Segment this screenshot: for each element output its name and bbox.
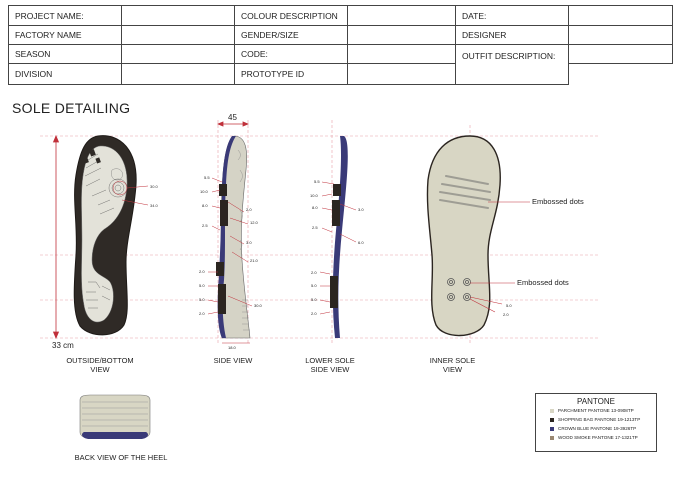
length-dimension-label: 33 cm [52,341,74,350]
lower-mark: 2.0 [311,270,317,275]
heel-back-view [79,394,151,439]
lower-mark: 5.0 [311,283,317,288]
empty-cell [568,63,673,85]
side-mark: 2.0 [199,269,205,274]
side-mark: 2.0 [246,207,252,212]
lower-mark: 5.0 [311,297,317,302]
pantone-swatch [550,408,554,413]
pantone-label: CROWN BLUE PANTONE 19-3926TP [558,426,637,431]
width-dimension-label: 45 [228,113,237,122]
lower-mark: 3.0 [358,207,364,212]
lower-sole-side-view [319,136,357,338]
pantone-item: PARCHMENT PANTONE 13-0908TP [550,406,656,415]
embossed-dots-callout-1: Embossed dots [532,197,584,206]
pantone-rows: PARCHMENT PANTONE 13-0908TP SHOPPING BAG … [536,406,656,442]
side-mark: 18.0 [228,345,236,350]
pantone-label: PARCHMENT PANTONE 13-0908TP [558,408,634,413]
side-mark: 30.0 [254,303,262,308]
lower-mark: 6.0 [358,240,364,245]
side-mark: 10.0 [200,189,208,194]
caption-lower-sole-side-view: LOWER SOLE SIDE VIEW [305,356,355,374]
side-mark: 21.0 [250,258,258,263]
dimension-lines [52,121,250,340]
pantone-label: SHOPPING BAG PANTONE 19-1213TP [558,417,641,422]
side-mark: 8.0 [202,203,208,208]
division-label: DIVISION [8,63,122,85]
spec-header-table: PROJECT NAME: COLOUR DESCRIPTION DATE: F… [8,5,673,85]
side-mark: 2.0 [199,311,205,316]
pantone-swatch [550,417,554,422]
section-title: SOLE DETAILING [12,100,131,116]
lower-mark: 5.5 [314,179,320,184]
inner-mark: 2.0 [503,312,509,317]
pantone-legend: PANTONE PARCHMENT PANTONE 13-0908TP SHOPP… [535,393,657,452]
side-mark: 5.0 [199,283,205,288]
lower-mark: 2.5 [312,225,318,230]
outsole-bottom-view [73,135,149,336]
outsole-mark-2: 34.0 [150,203,158,208]
pantone-label: WOOD SMOKE PANTONE 17-1321TP [558,435,638,440]
pantone-item: WOOD SMOKE PANTONE 17-1321TP [550,433,656,442]
inner-mark: 5.0 [506,303,512,308]
lower-mark: 10.0 [310,193,318,198]
side-mark: 5.5 [204,175,210,180]
pantone-swatch [550,435,554,440]
caption-side-view: SIDE VIEW [213,356,253,365]
caption-inner-sole-view: INNER SOLE VIEW [429,356,476,374]
outfit-description-value[interactable] [568,44,673,64]
caption-heel-back-view: BACK VIEW OF THE HEEL [74,453,168,462]
side-mark: 3.0 [246,240,252,245]
pantone-item: SHOPPING BAG PANTONE 19-1213TP [550,415,656,424]
side-mark: 2.5 [202,223,208,228]
caption-outside-bottom-view: OUTSIDE/BOTTOM VIEW [66,356,134,374]
side-mark: 12.0 [250,220,258,225]
pantone-item: CROWN BLUE PANTONE 19-3926TP [550,424,656,433]
side-view [207,135,253,344]
prototype-id-value[interactable] [347,63,456,85]
embossed-dots-callout-2: Embossed dots [517,278,569,287]
lower-mark: 2.0 [311,311,317,316]
side-mark: 5.0 [199,297,205,302]
lower-mark: 8.0 [312,205,318,210]
pantone-swatch [550,426,554,431]
pantone-title: PANTONE [577,397,615,406]
inner-sole-view [426,135,530,337]
outsole-mark-1: 30.0 [150,184,158,189]
outfit-description-label: OUTFIT DESCRIPTION: [455,44,569,85]
